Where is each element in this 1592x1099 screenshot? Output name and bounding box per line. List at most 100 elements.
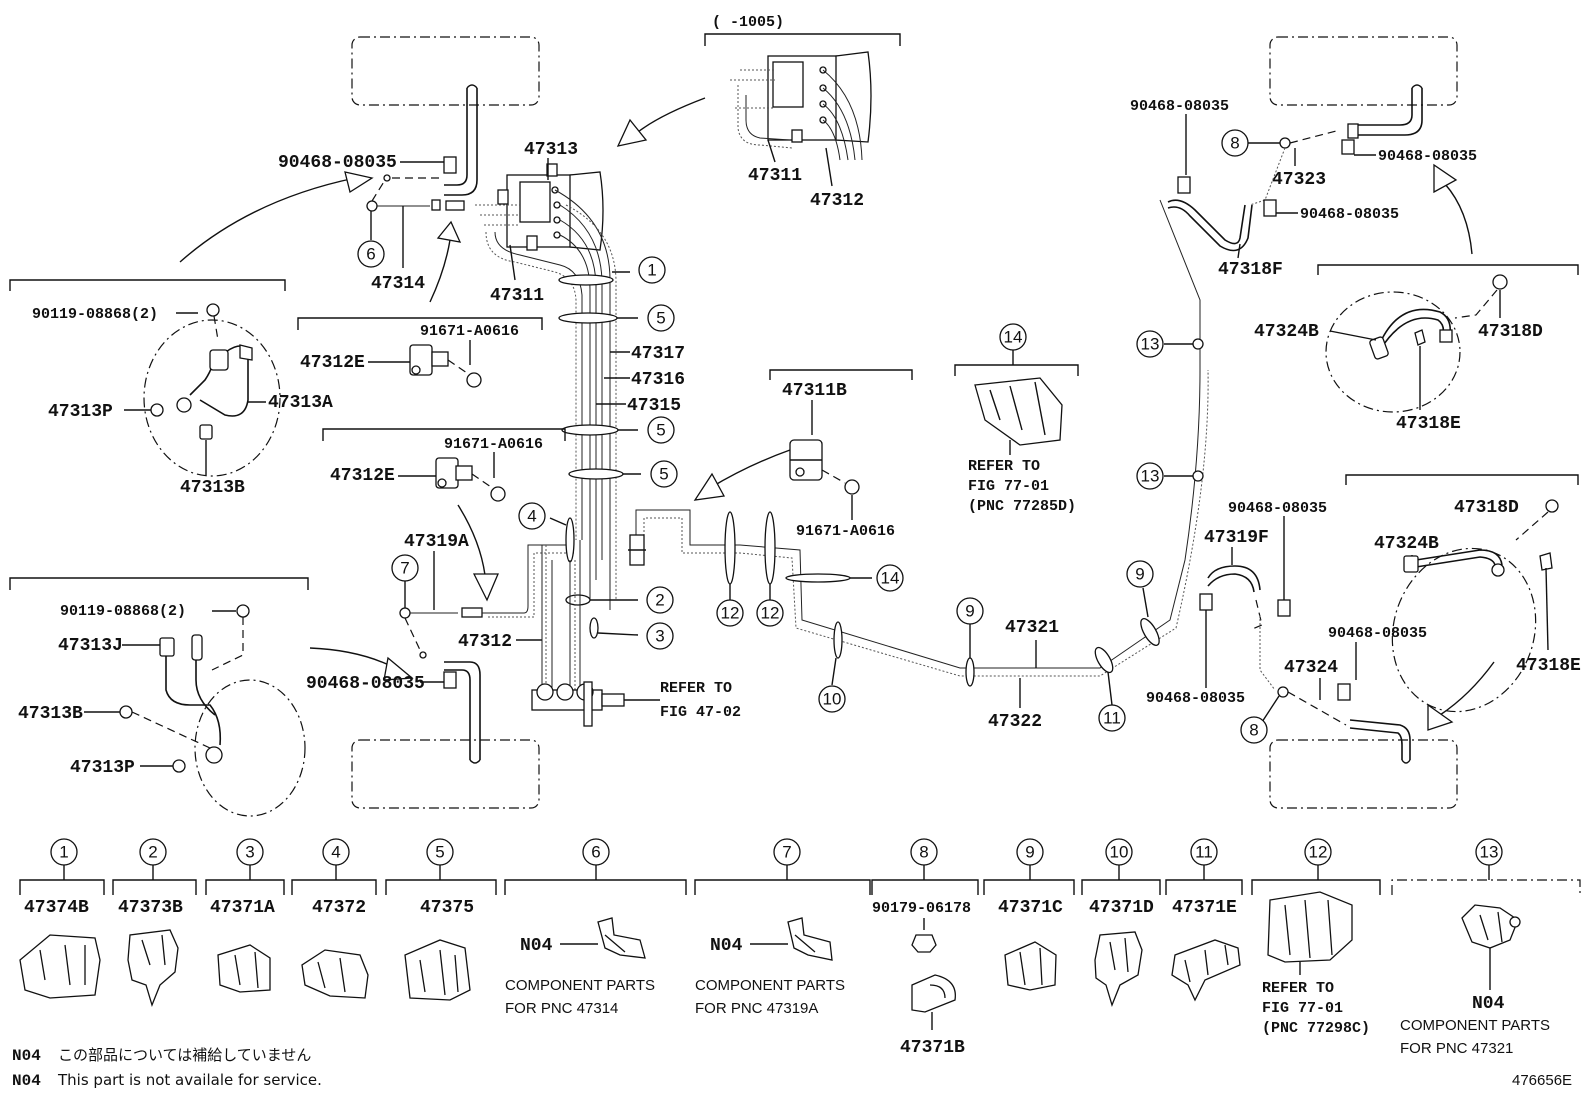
label-refer-4702-a: REFER TO bbox=[660, 680, 732, 697]
flex-hose-47324B-lower bbox=[1391, 547, 1553, 713]
svg-text:1: 1 bbox=[59, 843, 68, 862]
svg-text:3: 3 bbox=[655, 627, 664, 646]
label-90468-bottom-left: 90468-08035 bbox=[306, 674, 425, 694]
label-90468-mid-right: 90468-08035 bbox=[1228, 500, 1327, 517]
label-47316: 47316 bbox=[631, 370, 685, 390]
flex-hose-47313J bbox=[119, 604, 306, 817]
hose-top-left bbox=[444, 88, 478, 196]
label-47321: 47321 bbox=[1005, 618, 1059, 638]
legend-part-47371C: 47371C bbox=[998, 898, 1063, 918]
svg-text:5: 5 bbox=[656, 309, 665, 328]
label-47312E-lower: 47312E bbox=[330, 466, 395, 486]
arrow-up-47314 bbox=[429, 239, 451, 303]
legend-part-47371B: 47371B bbox=[900, 1038, 965, 1058]
clamp-77298C-icon bbox=[1267, 891, 1353, 963]
svg-text:8: 8 bbox=[919, 843, 928, 862]
legend-row: 1 47374B 2 47373B 3 47371A 4 47372 5 473… bbox=[19, 838, 1581, 1058]
flex-hose-47313A bbox=[143, 303, 281, 477]
callout-circle-1 bbox=[638, 256, 666, 284]
callout-circle-5b bbox=[647, 416, 675, 444]
callout-circle-6 bbox=[357, 240, 385, 268]
svg-text:13: 13 bbox=[1480, 843, 1499, 862]
label-90468-top-right-3: 90468-08035 bbox=[1300, 206, 1399, 223]
svg-text:11: 11 bbox=[1103, 709, 1121, 728]
master-cylinder bbox=[531, 540, 660, 727]
svg-text:7: 7 bbox=[782, 843, 791, 862]
svg-text:4: 4 bbox=[331, 843, 340, 862]
callout-circle-5c bbox=[650, 460, 678, 488]
legend-part-47371A: 47371A bbox=[210, 898, 275, 918]
clamp-47375-icon bbox=[404, 939, 471, 1001]
callout-circle-13a bbox=[1136, 330, 1164, 358]
label-47313J: 47313J bbox=[58, 636, 123, 656]
footer-en-note: This part is not availale for service. bbox=[57, 1071, 322, 1089]
svg-text:14: 14 bbox=[1004, 328, 1023, 347]
callout-circle-10 bbox=[818, 685, 846, 713]
label-47324B-upper: 47324B bbox=[1254, 322, 1319, 342]
legend-note-7a: COMPONENT PARTS bbox=[695, 977, 845, 994]
clip-90468-top-left bbox=[443, 156, 457, 174]
legend-part-47371D: 47371D bbox=[1089, 898, 1154, 918]
footer-code-1: N04 bbox=[12, 1047, 41, 1065]
label-91671-a: 91671-A0616 bbox=[420, 323, 519, 340]
label-47312-main: 47312 bbox=[458, 632, 512, 652]
label-47313P-lower: 47313P bbox=[70, 758, 135, 778]
legend-part-N04-7: N04 bbox=[710, 936, 743, 956]
clamp-47374B-icon bbox=[19, 934, 101, 999]
clamp-47372-icon bbox=[301, 949, 369, 999]
label-47318E-lower: 47318E bbox=[1516, 656, 1581, 676]
callout-circle-8b bbox=[1240, 716, 1268, 744]
label-90468-top-left: 90468-08035 bbox=[278, 153, 397, 173]
label-47318D-upper: 47318D bbox=[1478, 322, 1543, 342]
legend-note-12a: REFER TO bbox=[1262, 980, 1334, 997]
clamp-47371C-icon bbox=[1004, 941, 1057, 991]
label-refer-4702-b: FIG 47-02 bbox=[660, 704, 741, 721]
callout-circle-12b bbox=[756, 599, 784, 627]
callout-circle-2 bbox=[646, 586, 674, 614]
callout-circle-12a bbox=[716, 599, 744, 627]
legend-part-90179-06178: 90179-06178 bbox=[872, 900, 971, 917]
callout-circle-4 bbox=[518, 502, 546, 530]
brake-actuator-main bbox=[475, 163, 604, 251]
callout-circle-11 bbox=[1098, 704, 1126, 732]
label-47312-right: 47312 bbox=[810, 191, 864, 211]
label-47318E-upper: 47318E bbox=[1396, 414, 1461, 434]
callout-circle-9b bbox=[1126, 560, 1154, 588]
clip-47312E-lower bbox=[435, 457, 506, 502]
svg-text:5: 5 bbox=[656, 421, 665, 440]
footer-code-2: N04 bbox=[12, 1072, 41, 1090]
clip-component-47321-icon bbox=[1461, 904, 1519, 949]
legend-part-47372: 47372 bbox=[312, 898, 366, 918]
callout-circle-3 bbox=[646, 622, 674, 650]
label-47324: 47324 bbox=[1284, 658, 1338, 678]
pipe-47321-47322 bbox=[628, 199, 1209, 677]
label-47312E-upper: 47312E bbox=[300, 353, 365, 373]
arrow-curve-top bbox=[637, 97, 706, 133]
clip-47311B bbox=[789, 439, 860, 495]
legend-part-47375: 47375 bbox=[420, 898, 474, 918]
arrow-curve-left-head bbox=[344, 171, 374, 194]
legend-note-6b: FOR PNC 47314 bbox=[505, 1000, 618, 1017]
label-47311-main: 47311 bbox=[490, 286, 544, 306]
label-91671-c: 91671-A0616 bbox=[796, 523, 895, 540]
svg-text:9: 9 bbox=[965, 602, 974, 621]
svg-text:8: 8 bbox=[1230, 134, 1239, 153]
footer-jp-note: この部品については補給していません bbox=[58, 1046, 311, 1064]
svg-text:12: 12 bbox=[721, 604, 740, 623]
legend-part-47373B: 47373B bbox=[118, 898, 183, 918]
svg-text:10: 10 bbox=[823, 690, 842, 709]
svg-text:6: 6 bbox=[591, 843, 600, 862]
svg-text:9: 9 bbox=[1135, 565, 1144, 584]
label-90468-top-right-1: 90468-08035 bbox=[1130, 98, 1229, 115]
legend-part-47374B: 47374B bbox=[24, 898, 89, 918]
svg-text:2: 2 bbox=[148, 843, 157, 862]
clamp-47371E-icon bbox=[1171, 939, 1241, 1002]
label-refer-7701-b: FIG 77-01 bbox=[968, 478, 1049, 495]
label-90468-top-right-2: 90468-08035 bbox=[1378, 148, 1477, 165]
label-47318F: 47318F bbox=[1218, 260, 1283, 280]
label-47311B: 47311B bbox=[782, 381, 847, 401]
svg-text:9: 9 bbox=[1025, 843, 1034, 862]
svg-text:10: 10 bbox=[1110, 843, 1129, 862]
clip-component-47319A-icon bbox=[787, 917, 833, 961]
clamp-47373B-icon bbox=[127, 929, 179, 1007]
